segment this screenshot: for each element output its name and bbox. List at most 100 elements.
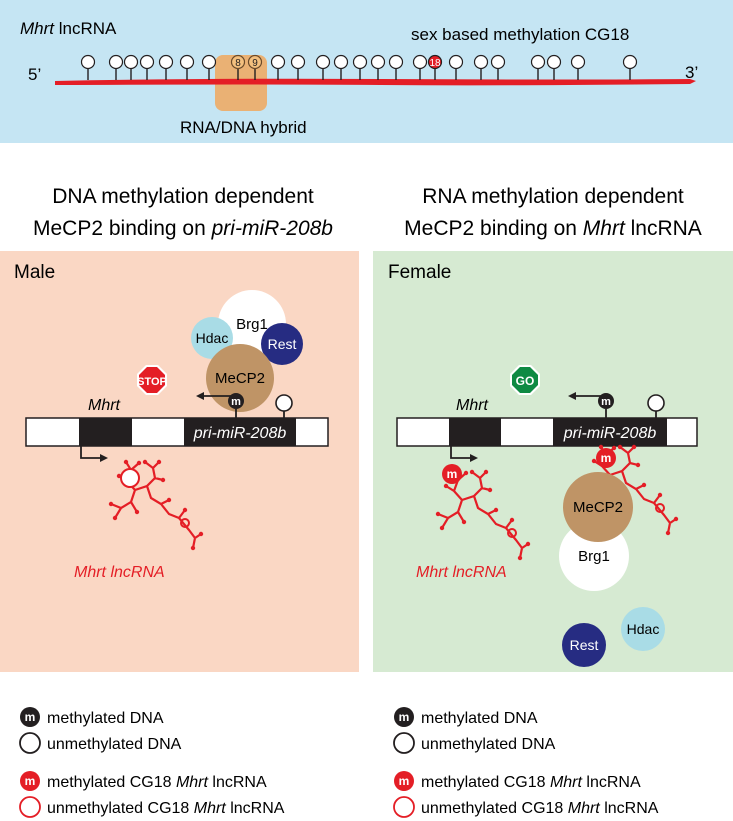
male-panel-label: Male (14, 262, 55, 283)
cpg-site (352, 54, 368, 70)
left-heading: DNA methylation dependent MeCP2 binding … (33, 185, 333, 240)
brg1-label-female: Brg1 (578, 548, 610, 565)
unmethylated-dna-mark-female (647, 394, 665, 412)
female-panel-background (373, 251, 733, 672)
unmethylated-dna-mark-male (275, 394, 293, 412)
legend-unmethylated-rna-icon (19, 796, 41, 818)
mhrt-lncrna-label-female: Mhrt lncRNA (416, 564, 507, 581)
male-panel-background (0, 251, 359, 672)
cpg-site (622, 54, 638, 70)
male-panel: Male Brg1 Hdac Rest MeCP2 STOP m Mhrt pr… (0, 251, 359, 672)
methylated-rna-mark-female-2-label: m (601, 451, 612, 465)
cpg-site (473, 54, 489, 70)
legend-methylated-rna-text: methylated CG18 Mhrt lncRNA (47, 774, 267, 791)
pri-mir-208b-region-female (553, 418, 667, 446)
cpg-site (315, 54, 331, 70)
left-heading-line1: DNA methylation dependent (52, 185, 314, 208)
stop-sign-label: STOP (137, 376, 167, 388)
methylated-dna-mark-female (598, 393, 614, 409)
cpg-site (80, 54, 96, 70)
cpg-site (158, 54, 174, 70)
legend-right-unmethylated-dna-text: unmethylated DNA (421, 736, 556, 753)
brg1-label-male: Brg1 (236, 316, 268, 333)
mecp2-protein-male (206, 344, 274, 412)
rest-protein-male (261, 323, 303, 365)
unmethylated-rna-mark-male (120, 468, 140, 488)
hdac-protein-male (191, 317, 233, 359)
cpg-site-labeled (427, 54, 443, 70)
cpg-site (448, 54, 464, 70)
cpg-site (490, 54, 506, 70)
cpg-site (546, 54, 562, 70)
legend-methylated-rna-icon (20, 771, 40, 791)
methylation-label: sex based methylation CG18 (411, 25, 629, 44)
cpg-site (108, 54, 124, 70)
cpg-site (123, 54, 139, 70)
rest-label-female: Rest (570, 637, 599, 653)
legend-unmethylated-rna-text: unmethylated CG18 Mhrt lncRNA (47, 800, 285, 817)
legend-right-methylated-rna-icon (394, 771, 414, 791)
cpg-site (270, 54, 286, 70)
top-panel: Mhrt lncRNA sex based methylation CG18 5… (0, 0, 733, 143)
pri-mir-208b-label-female: pri-miR-208b (563, 425, 657, 442)
pri-mir-208b-label-male: pri-miR-208b (193, 425, 287, 442)
arrow-head-male-mhrt (100, 454, 108, 462)
female-panel: Female GO m Mhrt pri-miR-208b m Brg1 MeC… (373, 251, 733, 672)
arrow-head-female-mhrt (470, 454, 478, 462)
go-sign-label: GO (516, 374, 535, 388)
arrow-head-female-gene (568, 392, 576, 400)
cpg-site (370, 54, 386, 70)
mhrt-lncrna-label-male: Mhrt lncRNA (74, 564, 165, 581)
methylated-dna-mark-male-label: m (231, 396, 241, 408)
cpg-site (570, 54, 586, 70)
cpg-site-number: 18 (429, 58, 441, 69)
cpg-site (530, 54, 546, 70)
hdac-label-female: Hdac (627, 621, 660, 637)
transcription-arrow-male-mhrt (80, 446, 104, 459)
female-panel-label: Female (388, 262, 451, 283)
rna-dna-hybrid-label: RNA/DNA hybrid (180, 118, 307, 137)
go-sign-octagon (512, 367, 538, 393)
mecp2-label-male: MeCP2 (215, 370, 265, 387)
left-heading-line2: MeCP2 binding on pri-miR-208b (33, 217, 333, 240)
stop-sign-octagon (139, 367, 165, 393)
legend-right-methylated-dna-icon (394, 707, 414, 727)
methylated-rna-mark-female-1-label: m (447, 467, 458, 481)
rest-label-male: Rest (268, 336, 297, 352)
legend-methylated-rna-icon-label: m (25, 774, 36, 788)
cpg-site (179, 54, 195, 70)
mhrt-gene-label-male: Mhrt (88, 397, 121, 414)
top-panel-background (0, 0, 733, 143)
legend-right-unmethylated-dna-icon (393, 732, 415, 754)
rest-protein-female (562, 623, 606, 667)
mecp2-protein-female (563, 472, 633, 542)
legend-right-methylated-rna-text: methylated CG18 Mhrt lncRNA (421, 774, 641, 791)
methylated-dna-mark-male (228, 393, 244, 409)
cpg-site (412, 54, 428, 70)
right-heading-line2: MeCP2 binding on Mhrt lncRNA (404, 217, 702, 240)
arrow-head-male-gene (196, 392, 204, 400)
methylated-dna-mark-female-label: m (601, 396, 611, 408)
legend-unmethylated-dna-icon (19, 732, 41, 754)
mhrt-gene-label-female: Mhrt (456, 397, 489, 414)
legend-right-methylated-dna-icon-label: m (399, 710, 410, 724)
five-prime-label: 5’ (28, 65, 41, 84)
legend-methylated-dna-icon-label: m (25, 710, 36, 724)
legend-right-methylated-rna-icon-label: m (399, 774, 410, 788)
right-heading-line1: RNA methylation dependent (422, 185, 684, 208)
hdac-label-male: Hdac (196, 330, 229, 346)
mecp2-label-female: MeCP2 (573, 499, 623, 516)
hdac-protein-female (621, 607, 665, 651)
methylated-rna-mark-female-1 (442, 464, 462, 484)
mhrt-rna-strand (55, 78, 696, 86)
top-panel-title: Mhrt lncRNA (20, 19, 117, 38)
right-heading: RNA methylation dependent MeCP2 binding … (404, 185, 702, 240)
legend-unmethylated-dna-text: unmethylated DNA (47, 736, 182, 753)
legend-methylated-dna-text: methylated DNA (47, 710, 164, 727)
mhrt-exon-male (79, 418, 132, 446)
legend-right: m methylated DNA unmethylated DNA m meth… (393, 707, 659, 818)
cpg-site (139, 54, 155, 70)
three-prime-label: 3’ (685, 63, 698, 82)
